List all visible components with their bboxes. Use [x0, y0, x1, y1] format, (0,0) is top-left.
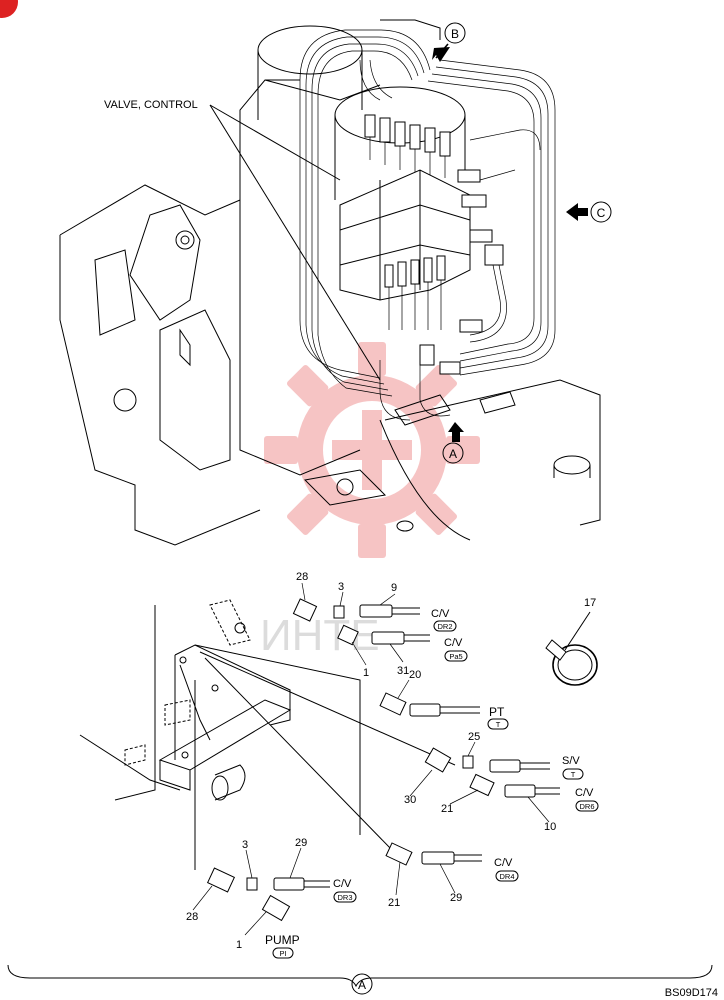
conn-cv-dr2: C/V DR2 [431, 608, 457, 632]
marker-b: B [432, 22, 466, 62]
svg-text:PI: PI [279, 949, 286, 958]
marker-c: C [566, 201, 612, 223]
conn-pump-pi: PUMP PI [265, 933, 300, 959]
callout-10: 10 [544, 821, 556, 833]
svg-text:Pa5: Pa5 [449, 652, 462, 661]
callout-21-lower: 21 [388, 897, 400, 909]
svg-text:S/V: S/V [562, 755, 580, 767]
marker-a-top: A [442, 422, 464, 464]
svg-text:DR3: DR3 [337, 893, 352, 902]
callout-29: 29 [295, 837, 307, 849]
svg-text:C: C [597, 206, 606, 220]
svg-text:A: A [449, 447, 457, 461]
detail-view-a: 28 3 9 1 31 17 20 25 30 21 10 21 29 3 29… [7, 571, 713, 995]
svg-text:PT: PT [489, 705, 505, 719]
callout-20: 20 [409, 669, 421, 681]
svg-text:B: B [451, 27, 459, 41]
callout-1: 1 [363, 667, 369, 679]
svg-text:C/V: C/V [575, 787, 594, 799]
watermark-gear-icon [264, 342, 480, 558]
section-bracket [7, 964, 713, 988]
valve-control-label: VALVE, CONTROL [104, 99, 198, 111]
callout-1-lower: 1 [236, 939, 242, 951]
section-label: A [358, 978, 366, 992]
watermark-text: ИНТЕ [260, 611, 380, 660]
callout-28: 28 [296, 571, 308, 583]
svg-text:PUMP: PUMP [265, 933, 300, 947]
conn-sv: S/V T [562, 755, 584, 780]
conn-cv-dr3: C/V DR3 [333, 878, 357, 903]
svg-text:DR6: DR6 [579, 802, 594, 811]
svg-text:T: T [496, 720, 501, 729]
callout-3: 3 [338, 581, 344, 593]
callout-17: 17 [584, 597, 596, 609]
figure-code: BS09D174 [665, 987, 718, 999]
callout-9: 9 [391, 582, 397, 594]
callout-21: 21 [441, 803, 453, 815]
conn-cv-pa5: C/V Pa5 [444, 637, 468, 662]
conn-pt: PT T [487, 705, 509, 730]
svg-text:DR4: DR4 [499, 872, 514, 881]
section-marker-a [351, 973, 373, 995]
corner-badge [0, 0, 18, 18]
svg-text:C/V: C/V [494, 857, 513, 869]
top-assembly-view: VALVE, CONTROL B C A [59, 19, 612, 546]
conn-cv-dr4: C/V DR4 [494, 857, 519, 882]
callout-30: 30 [404, 794, 416, 806]
callout-25: 25 [468, 731, 480, 743]
callout-3-lower: 3 [242, 839, 248, 851]
conn-cv-dr6: C/V DR6 [575, 787, 599, 812]
svg-text:C/V: C/V [333, 878, 352, 890]
callout-28-lower: 28 [186, 911, 198, 923]
svg-text:T: T [571, 770, 576, 779]
callout-31: 31 [397, 665, 409, 677]
svg-text:DR2: DR2 [437, 622, 452, 631]
svg-text:C/V: C/V [431, 608, 450, 620]
svg-text:C/V: C/V [444, 637, 463, 649]
callout-29-lower: 29 [450, 892, 462, 904]
